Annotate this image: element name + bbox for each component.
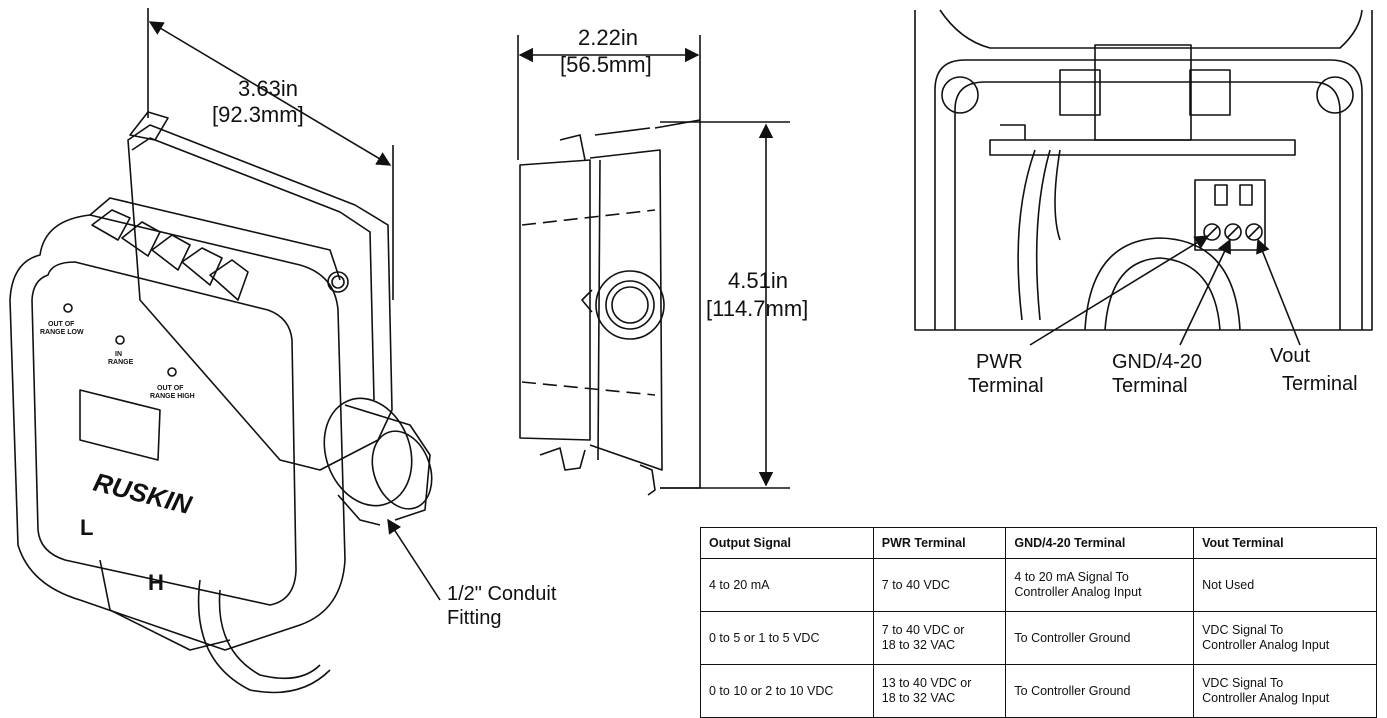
height-mm-label: [114.7mm] — [706, 296, 808, 321]
table-cell: 0 to 10 or 2 to 10 VDC — [700, 664, 874, 718]
brand-logo: RUSKIN — [91, 467, 196, 521]
vout-label-1: Vout — [1270, 345, 1310, 367]
width-dimension-line — [148, 21, 392, 166]
conduit-leader — [387, 518, 441, 601]
terminal-view — [914, 9, 1373, 346]
wiring-table: Output Signal PWR Terminal GND/4-20 Term… — [700, 527, 1377, 718]
side-view — [517, 35, 790, 496]
table-cell: To Controller Ground — [1005, 664, 1195, 718]
pwr-label-2: Terminal — [968, 375, 1044, 397]
isometric-view — [9, 8, 441, 694]
table-header: PWR Terminal — [872, 527, 1007, 559]
height-in-label: 4.51in — [728, 268, 788, 293]
width-in-label: 3.63in — [238, 76, 298, 101]
led-low-label-1: OUT OF — [48, 321, 75, 328]
table-cell: To Controller Ground — [1005, 611, 1195, 665]
table-row: 4 to 20 mA 7 to 40 VDC 4 to 20 mA Signal… — [700, 558, 1377, 612]
vout-leader — [1256, 238, 1301, 346]
gnd-screw — [1224, 223, 1242, 241]
width-mm-label: [92.3mm] — [212, 102, 304, 127]
led-low-label-2: RANGE LOW — [40, 329, 84, 336]
depth-mm-label: [56.5mm] — [560, 52, 652, 77]
pwr-label-1: PWR — [976, 351, 1023, 373]
conduit-label-1: 1/2" Conduit — [447, 583, 557, 605]
key-low: L — [80, 515, 93, 540]
gnd-leader — [1179, 238, 1231, 346]
isometric-labels: 3.63in [92.3mm] OUT OF RANGE LOW IN RANG… — [40, 76, 557, 629]
depth-in-label: 2.22in — [578, 25, 638, 50]
device-drawing: 3.63in [92.3mm] OUT OF RANGE LOW IN RANG… — [9, 8, 1373, 694]
pwr-leader — [1029, 235, 1210, 346]
led-in-label-2: RANGE — [108, 359, 134, 366]
table-header: Vout Terminal — [1193, 527, 1377, 559]
table-header: Output Signal — [700, 527, 874, 559]
gnd-label-2: Terminal — [1112, 375, 1188, 397]
led-in-label-1: IN — [115, 351, 122, 358]
table-cell: 0 to 5 or 1 to 5 VDC — [700, 611, 874, 665]
table-header: GND/4-20 Terminal — [1005, 527, 1195, 559]
vout-label-2: Terminal — [1282, 373, 1358, 395]
led-high-label-2: RANGE HIGH — [150, 393, 195, 400]
table-cell: Not Used — [1193, 558, 1377, 612]
table-cell: 4 to 20 mA — [700, 558, 874, 612]
gnd-label-1: GND/4-20 — [1112, 351, 1202, 373]
key-high: H — [148, 570, 164, 595]
vout-screw — [1245, 223, 1263, 241]
table-cell: 7 to 40 VDC — [872, 558, 1007, 612]
conduit-label-2: Fitting — [447, 607, 501, 629]
side-view-labels: 2.22in [56.5mm] 4.51in [114.7mm] — [560, 25, 808, 321]
terminal-labels: PWR Terminal GND/4-20 Terminal Vout Term… — [968, 345, 1358, 397]
pwr-screw — [1203, 223, 1221, 241]
led-high-label-1: OUT OF — [157, 385, 184, 392]
table-header-row: Output Signal PWR Terminal GND/4-20 Term… — [700, 527, 1377, 559]
